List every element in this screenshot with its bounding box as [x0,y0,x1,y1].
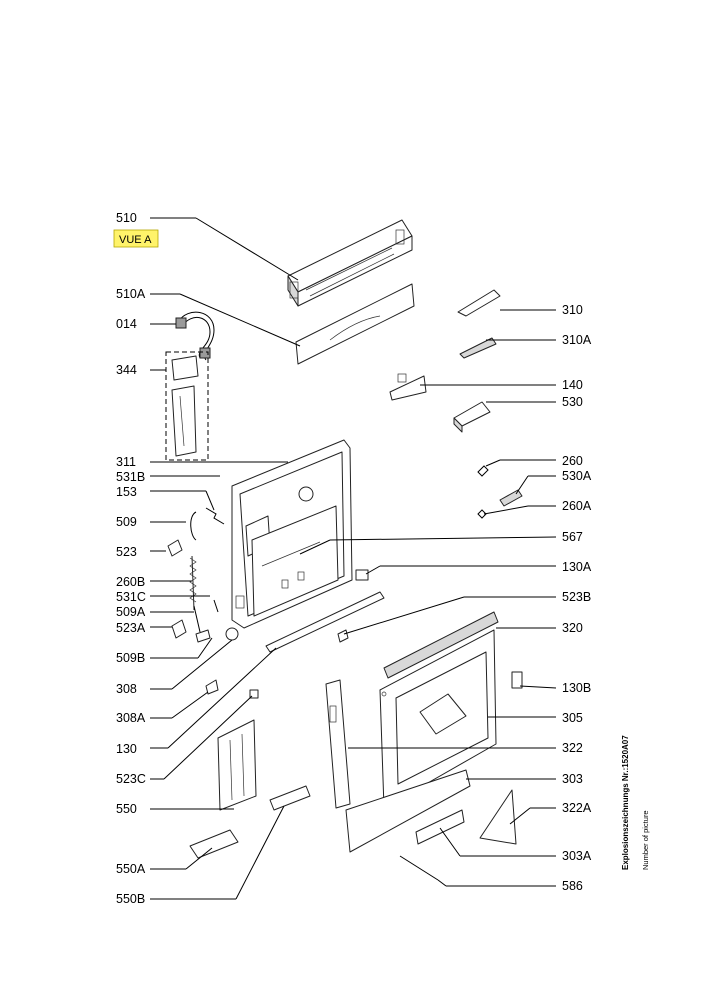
part-509 [190,511,197,541]
part-305-outer-door [379,629,497,809]
number-of-picture-label: Number of picture [641,810,650,870]
part-320-strip [383,611,499,679]
label-523A: 523A [116,621,146,635]
label-523B: 523B [562,590,591,604]
label-530: 530 [562,395,583,409]
label-260: 260 [562,454,583,468]
part-530 [453,401,491,433]
label-014: 014 [116,317,137,331]
label-130: 130 [116,742,137,756]
label-509B: 509B [116,651,145,665]
part-322-side-strip [325,679,351,809]
label-310A: 310A [562,333,592,347]
part-550 [217,719,257,811]
label-310: 310 [562,303,583,317]
label-305: 305 [562,711,583,725]
explosion-drawing-number: Explosionszeichnungs Nr.:1520A07 [621,735,630,870]
label-550: 550 [116,802,137,816]
part-153 [205,507,225,525]
label-550B: 550B [116,892,145,906]
part-523A [171,619,187,639]
part-260B-spring [189,555,197,611]
vue-a-badge-label: VUE A [119,234,152,246]
label-153: 153 [116,485,137,499]
label-530A: 530A [562,469,592,483]
part-509B [195,629,211,643]
label-531C: 531C [116,590,146,604]
label-510: 510 [116,211,137,225]
label-509: 509 [116,515,137,529]
part-130-rail [265,591,385,653]
label-509A: 509A [116,605,146,619]
label-308A: 308A [116,711,146,725]
label-130A: 130A [562,560,592,574]
label-523: 523 [116,545,137,559]
part-311-inner-door [231,439,353,629]
label-320: 320 [562,621,583,635]
part-308 [225,627,239,641]
part-260 [477,465,489,477]
part-550B [269,785,311,811]
right-labels: 310 310A 140 530 260 530A 260A 567 130A … [562,303,592,893]
part-523 [167,539,183,557]
vue-a-badge: VUE A [113,229,159,248]
label-531B: 531B [116,470,145,484]
left-labels: 510 510A 014 344 311 531B 153 509 523 26… [116,211,146,906]
part-303-bottom-panel [345,769,471,853]
label-322: 322 [562,741,583,755]
label-311: 311 [116,455,136,469]
part-310 [457,289,501,317]
part-550A [189,829,239,859]
label-260A: 260A [562,499,592,513]
part-509A [193,605,201,633]
label-303A: 303A [562,849,592,863]
part-586 [399,855,439,881]
part-523B [337,629,349,643]
label-140: 140 [562,378,583,392]
part-310A [459,337,497,359]
label-344: 344 [116,363,137,377]
part-140 [389,373,427,401]
part-567 [299,539,331,555]
leader-lines [150,217,557,900]
part-530A [499,489,523,507]
label-260B: 260B [116,575,145,589]
part-510A-panel-strip [295,283,415,365]
label-586: 586 [562,879,583,893]
part-344-hinge-group [165,351,209,461]
part-130A [355,569,369,581]
part-523C [249,689,259,699]
part-510-control-panel [287,219,413,307]
label-523C: 523C [116,772,146,786]
part-303A [415,809,465,845]
label-308: 308 [116,682,137,696]
label-130B: 130B [562,681,591,695]
label-510A: 510A [116,287,146,301]
part-308A [205,679,219,695]
part-531C [213,599,219,613]
part-322A [479,789,517,845]
label-303: 303 [562,772,583,786]
part-130B [511,671,523,689]
label-567: 567 [562,530,583,544]
label-322A: 322A [562,801,592,815]
label-550A: 550A [116,862,146,876]
